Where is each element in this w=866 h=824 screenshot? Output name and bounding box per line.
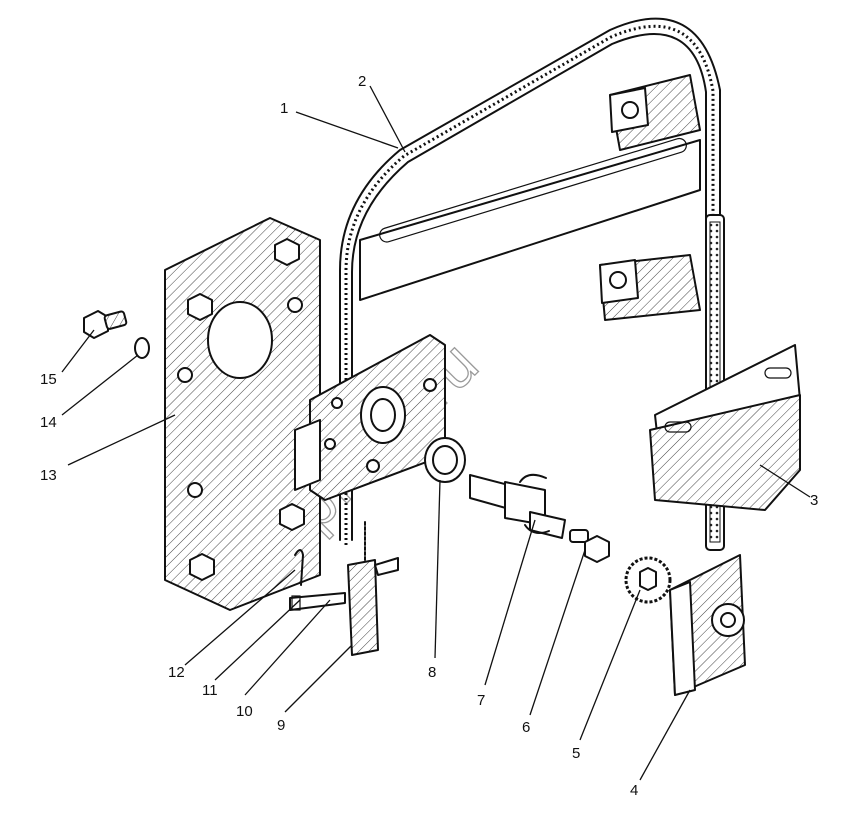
callout-6: 6 xyxy=(522,719,530,736)
callout-8: 8 xyxy=(428,664,436,681)
bolt xyxy=(83,310,128,339)
callout-4: 4 xyxy=(630,782,638,799)
cross-plate xyxy=(359,137,701,301)
lower-weight xyxy=(347,519,399,656)
guide-rail xyxy=(339,17,721,545)
leader-lines xyxy=(61,85,811,781)
flanged-nut xyxy=(569,529,610,563)
callout-10: 10 xyxy=(236,703,253,720)
callout-12: 12 xyxy=(168,664,185,681)
callout-13: 13 xyxy=(40,467,57,484)
cable xyxy=(344,24,715,545)
middle-bracket xyxy=(599,254,701,321)
spring-washer xyxy=(134,337,150,359)
callout-labels: 1 2 3 4 5 6 7 8 9 10 11 12 13 14 15 xyxy=(40,73,818,799)
callout-3: 3 xyxy=(810,492,818,509)
callout-7: 7 xyxy=(477,692,485,709)
nut-icon xyxy=(187,293,213,321)
callout-15: 15 xyxy=(40,371,57,388)
callout-9: 9 xyxy=(277,717,285,734)
nut-icon xyxy=(189,553,215,581)
callout-11: 11 xyxy=(202,682,218,699)
callout-1: 1 xyxy=(280,100,288,117)
callout-14: 14 xyxy=(40,414,57,431)
drive-shaft xyxy=(469,473,566,539)
callout-2: 2 xyxy=(358,73,366,90)
coil-spring xyxy=(424,437,466,483)
nut-icon xyxy=(274,238,300,266)
slider-bracket xyxy=(669,554,746,696)
pin-cotter xyxy=(289,592,346,611)
glass-holder-plate xyxy=(649,344,801,511)
nut-icon xyxy=(279,503,305,531)
mounting-plate xyxy=(164,217,321,611)
clip xyxy=(294,549,304,586)
gearbox-housing xyxy=(294,334,446,501)
callout-5: 5 xyxy=(572,745,580,762)
upper-bracket xyxy=(609,74,701,151)
drive-gear xyxy=(624,556,672,604)
